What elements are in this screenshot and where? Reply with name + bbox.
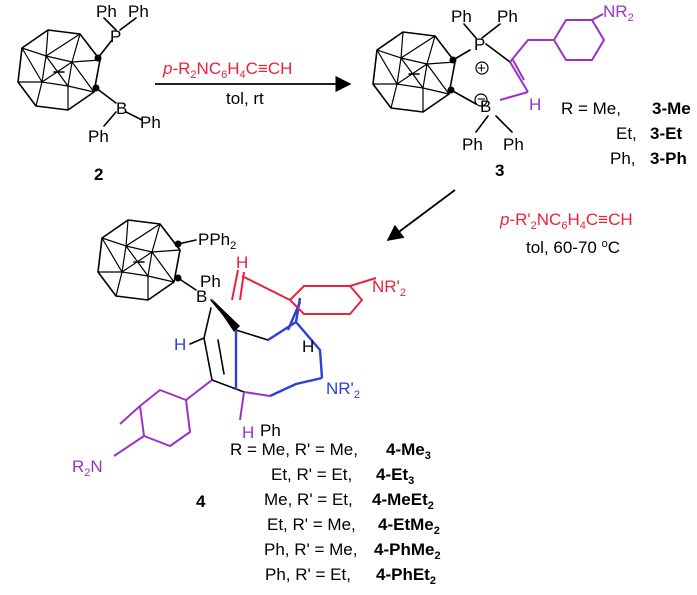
b-atom: B bbox=[116, 99, 127, 118]
h-atom: H bbox=[236, 253, 248, 272]
ph-label: Ph bbox=[497, 7, 518, 26]
nr2-group-red: NR'2 bbox=[372, 277, 406, 299]
ph-label: Ph bbox=[451, 7, 472, 26]
nr2-group: NR2 bbox=[603, 2, 634, 24]
legend-id: 4-MeEt2 bbox=[372, 490, 434, 512]
ph-label: Ph bbox=[88, 127, 109, 146]
legend-r: R = Me, bbox=[561, 99, 621, 118]
reaction-arrow-1: p-R2NC6H4C≡CH tol, rt bbox=[155, 59, 352, 108]
h-atom: H bbox=[174, 335, 186, 354]
pph2-group: PPh2 bbox=[198, 230, 236, 252]
ph-label: Ph bbox=[260, 421, 281, 440]
conditions-text: tol, 60-70 oC bbox=[526, 238, 620, 257]
compound-4: PPh2 B Ph H H H Ph H NR'2 NR'2 R2N 4 bbox=[72, 219, 406, 511]
ph-label: Ph bbox=[462, 135, 483, 154]
svg-text:+: + bbox=[477, 60, 486, 77]
legend-r: Me, R' = Et, bbox=[264, 490, 353, 509]
compound-label: 3 bbox=[495, 161, 504, 180]
legend-r: R = Me, R' = Me, bbox=[230, 440, 358, 459]
legend-id: 4-Me3 bbox=[386, 440, 431, 462]
p-atom: P bbox=[110, 27, 121, 46]
legend-r: Ph, R' = Me, bbox=[264, 540, 357, 559]
r2n-group: R2N bbox=[72, 457, 103, 479]
h-atom: H bbox=[302, 337, 314, 356]
p-atom: P bbox=[474, 35, 485, 54]
legend-id: 4-PhMe2 bbox=[374, 540, 441, 562]
compound-3-legend: R = Me, 3-Me Et, 3-Et Ph, 3-Ph bbox=[561, 99, 691, 168]
legend-r: Ph, R' = Et, bbox=[265, 565, 351, 584]
compound-label: 4 bbox=[196, 492, 206, 511]
h-atom: H bbox=[529, 95, 541, 114]
conditions-text: tol, rt bbox=[226, 89, 264, 108]
compound-4-legend: R = Me, R' = Me, 4-Me3 Et, R' = Et, 4-Et… bbox=[230, 440, 441, 587]
ph-label: Ph bbox=[200, 272, 221, 291]
ph-label: Ph bbox=[96, 2, 117, 21]
ph-label: Ph bbox=[140, 113, 161, 132]
ph-label: Ph bbox=[128, 2, 149, 21]
legend-r: Et, R' = Me, bbox=[267, 515, 356, 534]
legend-id: 3-Me bbox=[652, 99, 691, 118]
legend-id: 4-Et3 bbox=[376, 465, 414, 487]
compound-2: Ph Ph P B Ph Ph 2 bbox=[17, 2, 161, 184]
compound-3: Ph Ph P + B − H Ph Ph NR2 3 bbox=[372, 2, 634, 180]
reaction-arrow-2: p-R'2NC6H4C≡CH tol, 60-70 oC bbox=[386, 189, 633, 257]
h-atom: H bbox=[242, 423, 254, 442]
legend-r: Ph, bbox=[610, 149, 636, 168]
legend-r: Et, bbox=[616, 124, 637, 143]
svg-text:−: − bbox=[477, 91, 486, 108]
legend-id: 3-Et bbox=[650, 124, 682, 143]
legend-r: Et, R' = Et, bbox=[271, 465, 352, 484]
reagent-text: p-R'2NC6H4C≡CH bbox=[499, 210, 633, 232]
compound-label: 2 bbox=[94, 165, 103, 184]
ph-label: Ph bbox=[503, 135, 524, 154]
b-atom: B bbox=[196, 287, 207, 306]
legend-id: 3-Ph bbox=[650, 149, 687, 168]
reagent-text: p-R2NC6H4C≡CH bbox=[162, 59, 292, 81]
b-atom: B bbox=[480, 97, 491, 116]
legend-id: 4-PhEt2 bbox=[376, 565, 436, 587]
nr2-group-blue: NR'2 bbox=[326, 379, 360, 401]
legend-id: 4-EtMe2 bbox=[378, 515, 440, 537]
